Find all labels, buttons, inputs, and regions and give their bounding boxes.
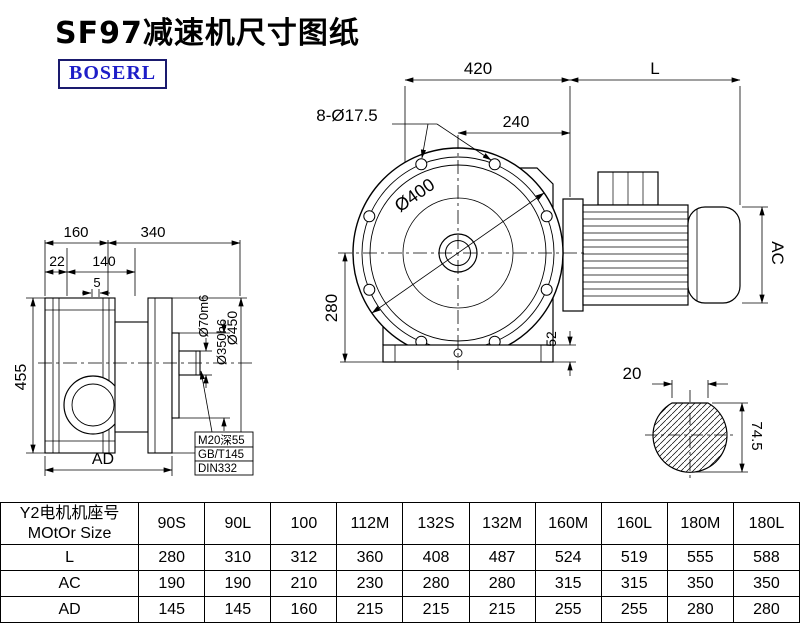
cell: 280	[138, 544, 206, 571]
cell: 350	[666, 570, 734, 597]
motor-end-cap	[687, 206, 741, 304]
cell: 524	[534, 544, 602, 571]
cell: 230	[336, 570, 404, 597]
dim-160: 160	[63, 224, 88, 241]
page-title: SF97减速机尺寸图纸	[55, 16, 360, 51]
col-90L: 90L	[204, 502, 272, 545]
motor-size-header-en: MOtOr Size	[27, 524, 112, 542]
dim-74-5: 74.5	[748, 421, 765, 450]
dim-5: 5	[93, 275, 100, 290]
motor-size-header-cn: Y2电机机座号	[19, 504, 120, 522]
cell: 350	[732, 570, 800, 597]
row-label-AD: AD	[0, 596, 140, 623]
cell: 160	[270, 596, 338, 623]
cell: 190	[204, 570, 272, 597]
mounting-flange	[147, 297, 173, 454]
row-label-L: L	[0, 544, 140, 571]
col-112M: 112M	[336, 502, 404, 545]
cell: 315	[600, 570, 668, 597]
cell: 408	[402, 544, 470, 571]
dim-AD: AD	[92, 451, 114, 468]
dim-420: 420	[464, 59, 492, 78]
dim-280: 280	[322, 294, 341, 322]
cell: 312	[270, 544, 338, 571]
cell: 145	[138, 596, 206, 623]
note-gb-standard: GB/T145	[198, 449, 244, 461]
table-header-row: Y2电机机座号 MOtOr Size 90S 90L 100 112M 132S…	[0, 502, 800, 545]
col-180L: 180L	[732, 502, 800, 545]
cell: 555	[666, 544, 734, 571]
cell: 487	[468, 544, 536, 571]
dim-bolt-holes: 8-Ø17.5	[316, 106, 377, 125]
dim-dia450: Ø450	[224, 311, 240, 345]
cell: 215	[336, 596, 404, 623]
dim-140: 140	[92, 253, 116, 269]
end-cover-circle	[63, 375, 123, 435]
table-row-AD: AD 145 145 160 215 215 215 255 255 280 2…	[0, 596, 800, 623]
col-160M: 160M	[534, 502, 602, 545]
cell: 215	[402, 596, 470, 623]
dim-52: 52	[543, 331, 559, 347]
row-label-AC: AC	[0, 570, 140, 597]
dim-L: L	[650, 59, 659, 78]
cell: 255	[534, 596, 602, 623]
cell: 310	[204, 544, 272, 571]
cell: 255	[600, 596, 668, 623]
col-90S: 90S	[138, 502, 206, 545]
dim-dia70: Ø70m6	[196, 295, 211, 338]
dim-455: 455	[13, 364, 30, 391]
motor-fins	[583, 211, 688, 297]
note-thread: M20深55	[198, 433, 245, 447]
col-132M: 132M	[468, 502, 536, 545]
cell: 280	[402, 570, 470, 597]
note-din-standard: DIN332	[198, 463, 237, 475]
cell: 315	[534, 570, 602, 597]
motor-size-table: Y2电机机座号 MOtOr Size 90S 90L 100 112M 132S…	[0, 502, 800, 623]
cell: 145	[204, 596, 272, 623]
table-row-L: L 280 310 312 360 408 487 524 519 555 58…	[0, 544, 800, 571]
cell: 280	[732, 596, 800, 623]
base-foot	[382, 344, 554, 363]
dim-20: 20	[623, 364, 642, 383]
motor	[562, 171, 741, 312]
shaft-section	[645, 380, 748, 482]
motor-body	[582, 204, 689, 306]
cell: 360	[336, 544, 404, 571]
cell: 519	[600, 544, 668, 571]
side-view-dimensions	[26, 240, 254, 476]
brand-logo: BOSERL	[58, 59, 168, 89]
cell: 588	[732, 544, 800, 571]
cell: 215	[468, 596, 536, 623]
col-100: 100	[270, 502, 338, 545]
motor-size-header: Y2电机机座号 MOtOr Size	[0, 502, 140, 545]
motor-flange	[562, 198, 584, 312]
front-view	[338, 135, 741, 370]
spigot	[171, 332, 180, 419]
cell: 210	[270, 570, 338, 597]
side-view	[38, 297, 256, 454]
dim-dia350: Ø350h6	[214, 319, 229, 365]
col-132S: 132S	[402, 502, 470, 545]
col-180M: 180M	[666, 502, 734, 545]
cell: 280	[468, 570, 536, 597]
col-160L: 160L	[600, 502, 668, 545]
dim-240: 240	[503, 114, 530, 131]
table-row-AC: AC 190 190 210 230 280 280 315 315 350 3…	[0, 570, 800, 597]
dim-22: 22	[49, 253, 65, 269]
dim-AC: AC	[768, 241, 787, 265]
dim-340: 340	[140, 224, 165, 241]
cell: 190	[138, 570, 206, 597]
technical-drawing: 420 L 8-Ø17.5 240 Ø400 280 52 AC	[13, 59, 787, 482]
front-view-dimensions	[340, 77, 768, 376]
cell: 280	[666, 596, 734, 623]
